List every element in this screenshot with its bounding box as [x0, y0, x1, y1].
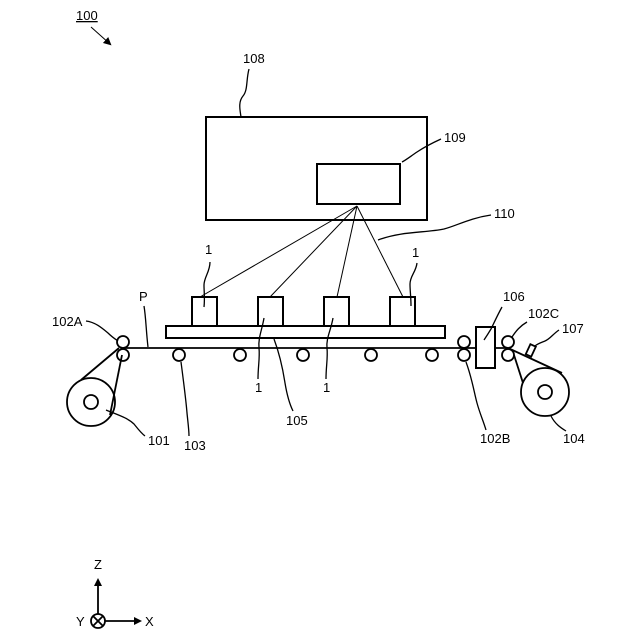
- object-label-right: 1: [412, 245, 419, 260]
- roller-102a-leader: [86, 321, 118, 341]
- sensor-label: 107: [562, 321, 584, 336]
- controller-leader: [240, 69, 249, 117]
- supply-web-top: [81, 348, 119, 380]
- roller-102c-leader: [512, 322, 527, 337]
- object-2: [258, 297, 283, 326]
- takeup-roll: [521, 368, 569, 416]
- stage-label: 105: [286, 413, 308, 428]
- cutter-box: [476, 327, 495, 368]
- roller-102a-bottom: [117, 349, 129, 361]
- cutter-label: 106: [503, 289, 525, 304]
- sheet-leader: [144, 306, 148, 347]
- x-axis-label: X: [145, 614, 154, 629]
- object-3: [324, 297, 349, 326]
- objects: [192, 297, 415, 326]
- figure-label: 100: [76, 8, 98, 23]
- takeup-roll-label: 104: [563, 431, 585, 446]
- y-axis-label: Y: [76, 614, 85, 629]
- roller-102b-label: 102B: [480, 431, 510, 446]
- object-label-bottom-a: 1: [255, 380, 262, 395]
- roller-102c-label: 102C: [528, 306, 559, 321]
- takeup-roll-core: [538, 385, 552, 399]
- controller-label: 108: [243, 51, 265, 66]
- z-axis-label: Z: [94, 557, 102, 572]
- roller-102b-leader: [466, 362, 486, 430]
- roller-102b-top: [458, 336, 470, 348]
- sheet-label: P: [139, 289, 148, 304]
- object-label-left: 1: [205, 242, 212, 257]
- support-rollers-leader: [181, 362, 189, 436]
- stage-plate: [166, 326, 445, 338]
- support-rollers: [173, 349, 438, 361]
- supply-roll-label: 101: [148, 433, 170, 448]
- object-label-bottom-b: 1: [323, 380, 330, 395]
- light-rays-label: 110: [494, 206, 515, 221]
- roller-102a-label: 102A: [52, 314, 83, 329]
- roller-102c-top: [502, 336, 514, 348]
- camera-box: [317, 164, 400, 204]
- roller-102b-bottom: [458, 349, 470, 361]
- camera-label: 109: [444, 130, 466, 145]
- roller-102a-top: [117, 336, 129, 348]
- support-rollers-label: 103: [184, 438, 206, 453]
- sensor-leader: [535, 330, 559, 346]
- supply-roll-core: [84, 395, 98, 409]
- takeup-roll-leader: [551, 416, 566, 431]
- supply-roll: [67, 378, 115, 426]
- figure-arrow: [91, 27, 110, 44]
- supply-web-bottom: [110, 355, 122, 415]
- coordinate-axes: Z Y X: [76, 557, 154, 629]
- sensor: [526, 344, 536, 357]
- takeup-web-bottom: [514, 355, 523, 383]
- stage-leader: [274, 339, 293, 411]
